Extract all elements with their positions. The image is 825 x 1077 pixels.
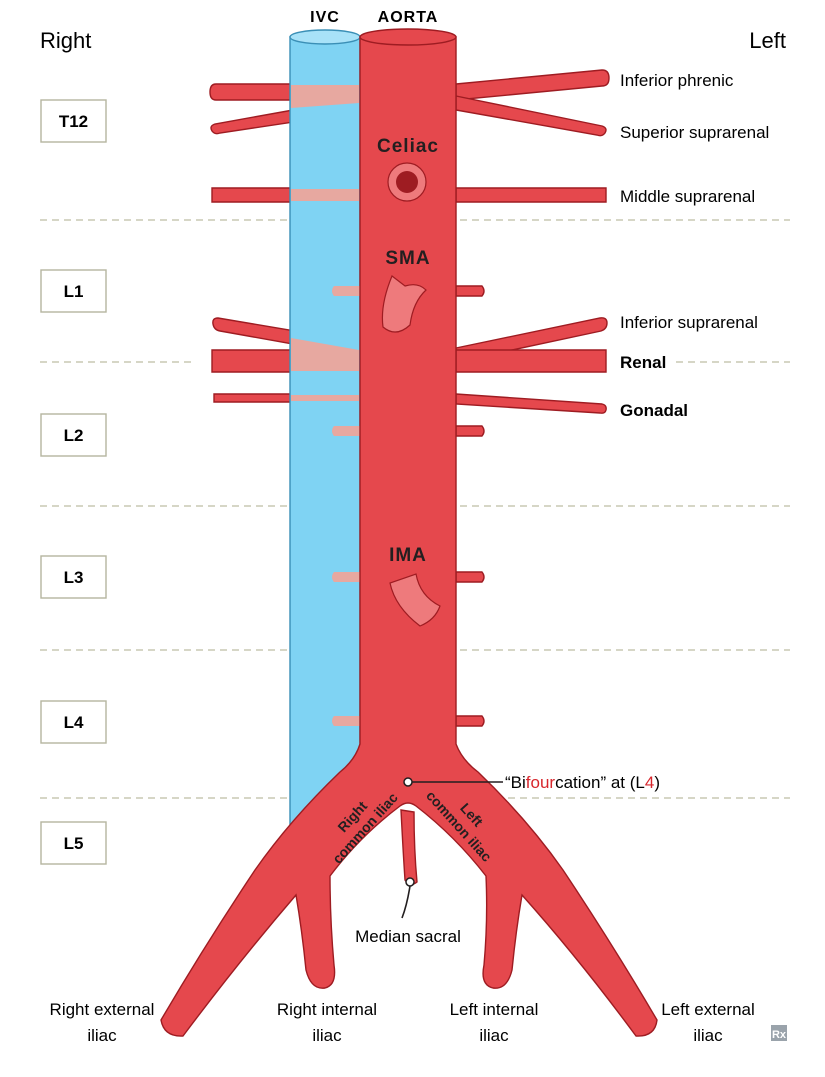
svg-text:Left internal: Left internal	[450, 1000, 539, 1019]
vertebra-l4: L4	[40, 700, 107, 744]
aorta-label: AORTA	[378, 9, 439, 26]
left-internal-iliac-label: Left internal iliac	[450, 1000, 539, 1045]
vertebra-l3: L3	[40, 555, 107, 599]
vertebra-l1: L1	[40, 269, 107, 313]
svg-text:Rx: Rx	[772, 1029, 787, 1041]
left-gonadal-artery	[455, 393, 607, 414]
right-internal-iliac-label: Right internal iliac	[277, 1000, 377, 1045]
left-external-iliac-label: Left external iliac	[661, 1000, 755, 1045]
vertebra-label: L1	[64, 282, 84, 301]
right-lumbar-arteries	[332, 286, 360, 726]
svg-text:Left external: Left external	[661, 1000, 755, 1019]
phrenic-ivc-crossing	[291, 85, 359, 108]
gonadal-ivc-crossing	[291, 395, 359, 401]
renal-label: Renal	[620, 353, 666, 372]
celiac-label: Celiac	[377, 136, 439, 157]
sma-label: SMA	[385, 248, 430, 269]
right-external-iliac-label: Right external iliac	[50, 1000, 155, 1045]
vertebra-label: L3	[64, 568, 84, 587]
superior-suprarenal-label: Superior suprarenal	[620, 123, 769, 142]
median-sacral-callout: Median sacral	[355, 877, 461, 946]
ima-vessel	[389, 573, 441, 627]
aorta-vessel	[160, 36, 658, 1037]
left-side-label: Left	[749, 28, 786, 53]
suprarenal-ivc-crossing	[291, 189, 359, 201]
vertebra-l2: L2	[40, 413, 107, 457]
ima-label: IMA	[389, 545, 427, 566]
svg-text:iliac: iliac	[693, 1026, 723, 1045]
celiac-trunk	[387, 162, 427, 202]
median-sacral-artery	[400, 809, 418, 886]
vertebra-label: T12	[59, 112, 88, 131]
gonadal-label: Gonadal	[620, 401, 688, 420]
svg-text:iliac: iliac	[312, 1026, 342, 1045]
svg-text:Right internal: Right internal	[277, 1000, 377, 1019]
vertebra-l5: L5	[40, 821, 107, 865]
left-renal-artery	[455, 349, 607, 373]
vertebra-label: L5	[64, 834, 84, 853]
ivc-opening	[289, 29, 361, 45]
left-lumbar-arteries	[455, 285, 485, 727]
right-side-label: Right	[40, 28, 91, 53]
inferior-phrenic-label: Inferior phrenic	[620, 71, 734, 90]
svg-text:iliac: iliac	[479, 1026, 509, 1045]
sma-vessel	[381, 275, 427, 333]
left-inferior-phrenic-artery	[455, 69, 610, 137]
svg-text:Right external: Right external	[50, 1000, 155, 1019]
bifurcation-label: “Bifourcation” at (L4)	[505, 773, 660, 792]
left-middle-suprarenal-artery	[455, 187, 607, 203]
ivc-label: IVC	[310, 9, 340, 26]
inferior-suprarenal-label: Inferior suprarenal	[620, 313, 758, 332]
vertebra-t12: T12	[40, 99, 107, 143]
svg-text:iliac: iliac	[87, 1026, 117, 1045]
aorta-opening	[359, 28, 457, 46]
bifurcation-callout: “Bifourcation” at (L4)	[403, 773, 660, 792]
median-sacral-label: Median sacral	[355, 927, 461, 946]
rx-logo-icon: Rx	[771, 1025, 787, 1041]
middle-suprarenal-label: Middle suprarenal	[620, 187, 755, 206]
vertebra-label: L2	[64, 426, 84, 445]
vertebra-label: L4	[64, 713, 84, 732]
renal-ivc-crossing	[291, 338, 359, 371]
